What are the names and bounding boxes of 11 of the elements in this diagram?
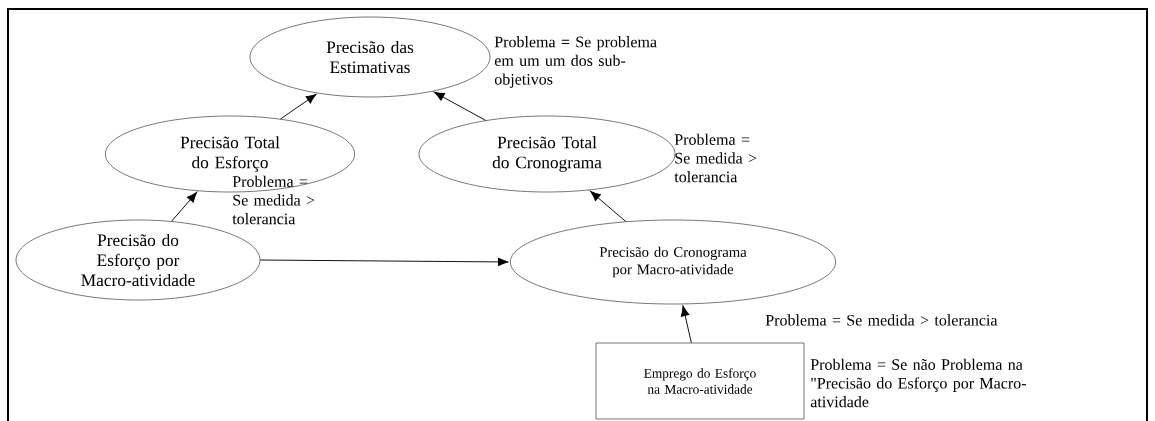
arrow: [680, 305, 692, 344]
condition-note: Problema = Se medida > tolerancia: [674, 133, 757, 183]
arrow: [259, 257, 509, 267]
condition-note: Problema = Se medida > tolerancia: [765, 314, 998, 326]
arrow: [280, 93, 317, 120]
arrow: [433, 91, 487, 121]
arrow: [171, 191, 198, 222]
process-box: Emprego do Esforço na Macro-atividade: [595, 342, 805, 420]
condition-note: Problema = Se problema em um um dos sub-objetivos: [494, 36, 657, 88]
condition-note: Problema = Se não Problema na "Precisão do Esforço por Macro-atividade: [810, 358, 1026, 408]
arrow: [590, 190, 627, 222]
